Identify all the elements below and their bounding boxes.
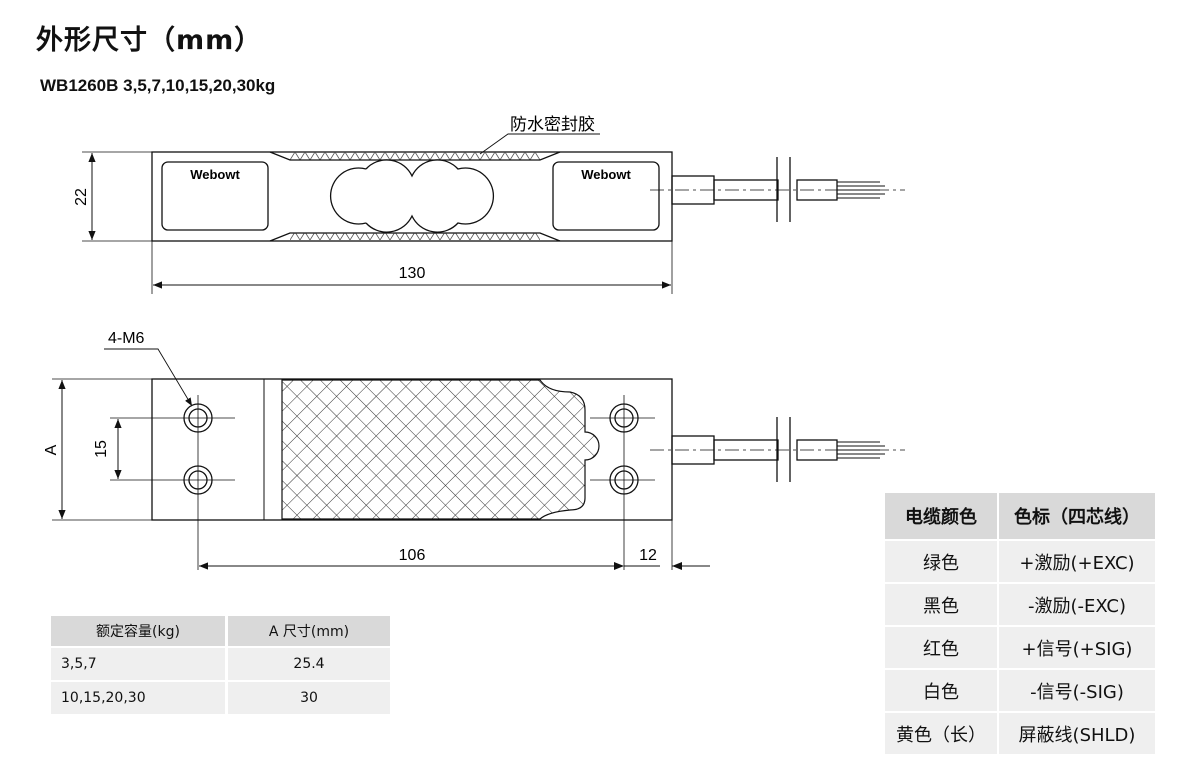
- dim-hole-pitch-label: 106: [399, 547, 426, 564]
- wire-signal-cell: +激励(+EXC): [999, 541, 1155, 582]
- seal-leader: [479, 133, 600, 155]
- seal-callout: 防水密封胶: [510, 115, 595, 134]
- wire-signal-cell: -信号(-SIG): [999, 670, 1155, 711]
- dim-end-offset-label: 12: [639, 547, 657, 564]
- model-label: WB1260B 3,5,7,10,15,20,30kg: [40, 76, 276, 95]
- wiring-table: 电缆颜色 色标（四芯线） 绿色 +激励(+EXC) 黑色 -激励(-EXC) 红…: [883, 491, 1157, 756]
- table-cell: 30: [228, 682, 390, 714]
- side-body-outline: [151, 151, 673, 242]
- wire-signal-cell: 屏蔽线(SHLD): [999, 713, 1155, 754]
- seal-strip-top: [290, 152, 540, 160]
- brand-label-right: Webowt: [581, 167, 631, 182]
- column-header: 电缆颜色: [885, 493, 997, 539]
- label-plate-left: [161, 161, 269, 231]
- wire-color-cell: 红色: [885, 627, 997, 668]
- wire-signal-cell: +信号(+SIG): [999, 627, 1155, 668]
- label-plate-right: [552, 161, 660, 231]
- wire-color-cell: 黑色: [885, 584, 997, 625]
- dim-hole-spacing-label: 15: [93, 440, 110, 458]
- side-view: [82, 133, 905, 294]
- seal-edge-top: [269, 151, 561, 161]
- dim-width-label: A: [43, 444, 60, 455]
- table-cell: 25.4: [228, 648, 390, 680]
- wire-color-cell: 黄色（长）: [885, 713, 997, 754]
- brand-label-left: Webowt: [190, 167, 240, 182]
- capacity-table: 额定容量(kg) A 尺寸(mm) 3,5,7 25.4 10,15,20,30…: [48, 614, 393, 716]
- seal-edge-bottom: [269, 232, 561, 242]
- column-header: A 尺寸(mm): [228, 616, 390, 646]
- table-header-row: 额定容量(kg) A 尺寸(mm): [51, 616, 390, 646]
- hatched-seal-area: [281, 379, 600, 520]
- column-header: 色标（四芯线）: [999, 493, 1155, 539]
- wire-signal-cell: -激励(-EXC): [999, 584, 1155, 625]
- seal-strip-bottom: [290, 233, 540, 241]
- table-cell: 3,5,7: [51, 648, 225, 680]
- table-row: 黑色 -激励(-EXC): [885, 584, 1155, 625]
- table-row: 红色 +信号(+SIG): [885, 627, 1155, 668]
- column-header: 额定容量(kg): [51, 616, 225, 646]
- wire-color-cell: 绿色: [885, 541, 997, 582]
- table-row: 绿色 +激励(+EXC): [885, 541, 1155, 582]
- dim-length-label: 130: [399, 265, 426, 282]
- wire-color-cell: 白色: [885, 670, 997, 711]
- table-header-row: 电缆颜色 色标（四芯线）: [885, 493, 1155, 539]
- table-row: 10,15,20,30 30: [51, 682, 390, 714]
- table-row: 3,5,7 25.4: [51, 648, 390, 680]
- hole-callout: 4-M6: [108, 330, 145, 347]
- hole-leader: [104, 348, 193, 407]
- top-view: [52, 348, 905, 570]
- dim-height-label: 22: [73, 188, 90, 206]
- page-title: 外形尺寸（mm）: [36, 25, 263, 56]
- table-cell: 10,15,20,30: [51, 682, 225, 714]
- triple-bore-outline: [329, 159, 495, 233]
- table-row: 白色 -信号(-SIG): [885, 670, 1155, 711]
- table-row: 黄色（长） 屏蔽线(SHLD): [885, 713, 1155, 754]
